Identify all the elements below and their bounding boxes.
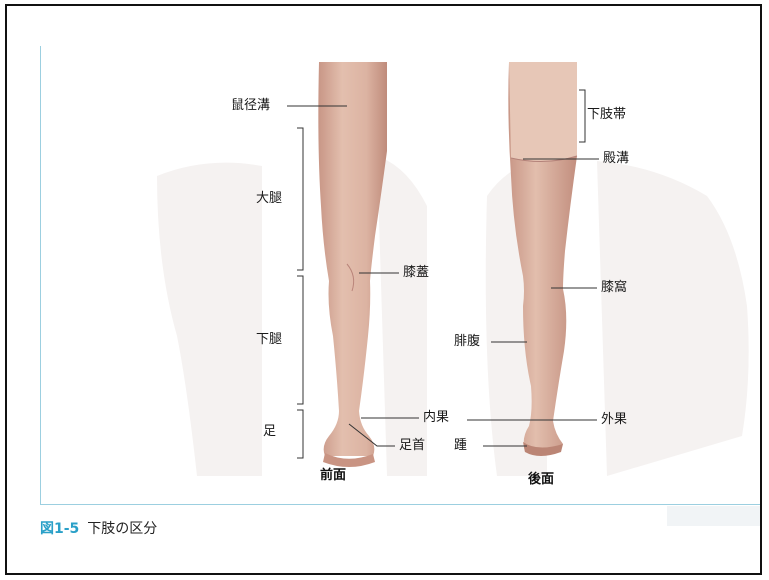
- front-view-title: 前面: [320, 468, 347, 483]
- figure-number: 図1-5: [40, 521, 80, 537]
- label-ankle: 足首: [399, 438, 426, 453]
- leader-lines: [287, 89, 599, 459]
- front-leg: [318, 62, 387, 467]
- label-popliteal: 膝窩: [601, 280, 628, 295]
- label-lower-leg: 下腿: [256, 332, 283, 347]
- label-knee: 膝蓋: [403, 265, 430, 280]
- background-torso-silhouettes: [157, 156, 749, 476]
- label-medial-malleolus: 内果: [423, 410, 450, 425]
- label-groin: 鼠径溝: [231, 98, 271, 113]
- label-calf: 腓腹: [454, 334, 481, 349]
- document-frame: 鼠径溝 大腿 膝蓋 下腿 足 足首 内果 前面 下肢帯 殿溝 膝窩 腓腹 外果 …: [5, 4, 762, 575]
- back-view-title: 後面: [528, 472, 555, 487]
- label-lateral-malleolus: 外果: [601, 412, 628, 427]
- anatomy-figure: [157, 62, 749, 476]
- caption-divider: [40, 504, 760, 505]
- figure-caption-text: 下肢の区分: [87, 521, 158, 537]
- page-side-rule: [40, 46, 41, 504]
- margin-shade: [667, 506, 760, 526]
- label-pelvic-girdle: 下肢帯: [587, 107, 627, 122]
- textbook-page: 鼠径溝 大腿 膝蓋 下腿 足 足首 内果 前面 下肢帯 殿溝 膝窩 腓腹 外果 …: [7, 6, 760, 573]
- label-gluteal-fold: 殿溝: [603, 151, 630, 166]
- figure-caption: 図1-5 下肢の区分: [40, 520, 157, 538]
- label-foot: 足: [263, 424, 277, 439]
- label-thigh: 大腿: [256, 191, 283, 206]
- label-heel: 踵: [454, 438, 468, 453]
